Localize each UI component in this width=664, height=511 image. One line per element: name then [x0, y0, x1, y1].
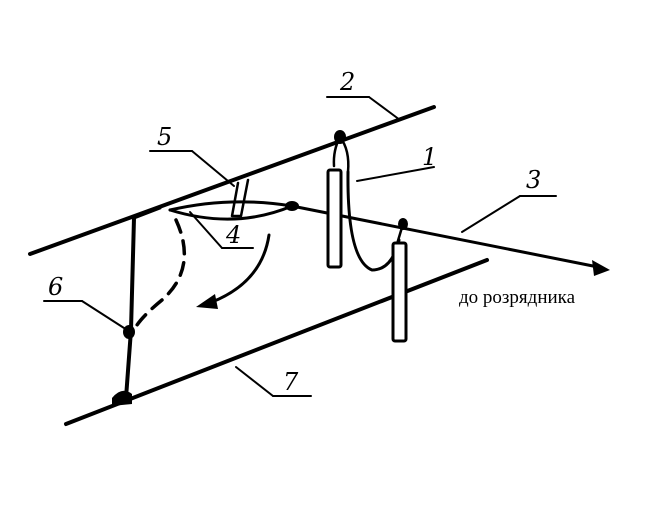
- rod-right: [391, 241, 408, 343]
- bottom-clamp: [112, 390, 132, 406]
- dashed-path: [132, 218, 187, 332]
- upper-hanger: [332, 130, 350, 174]
- vertical-jumper: [124, 216, 136, 400]
- arrester-caption: до розрядника: [459, 287, 576, 308]
- upper-wire: [28, 105, 436, 256]
- label-4: 4: [225, 221, 241, 249]
- lead-joint: [285, 201, 299, 211]
- lower-wire: [64, 258, 489, 426]
- lower-hanger: [395, 218, 408, 246]
- rod-left: [326, 168, 343, 269]
- label-1: 1: [422, 143, 437, 171]
- label-6: 6: [48, 273, 63, 301]
- label-7: 7: [283, 368, 299, 396]
- label-3: 3: [526, 166, 541, 194]
- loop-4: [168, 204, 294, 221]
- leader-lines: [43, 96, 557, 397]
- clamp-5: [230, 178, 250, 218]
- label-5: 5: [157, 123, 172, 151]
- node-6: [123, 325, 135, 339]
- label-2: 2: [339, 68, 355, 96]
- motion-arrow: [196, 233, 271, 309]
